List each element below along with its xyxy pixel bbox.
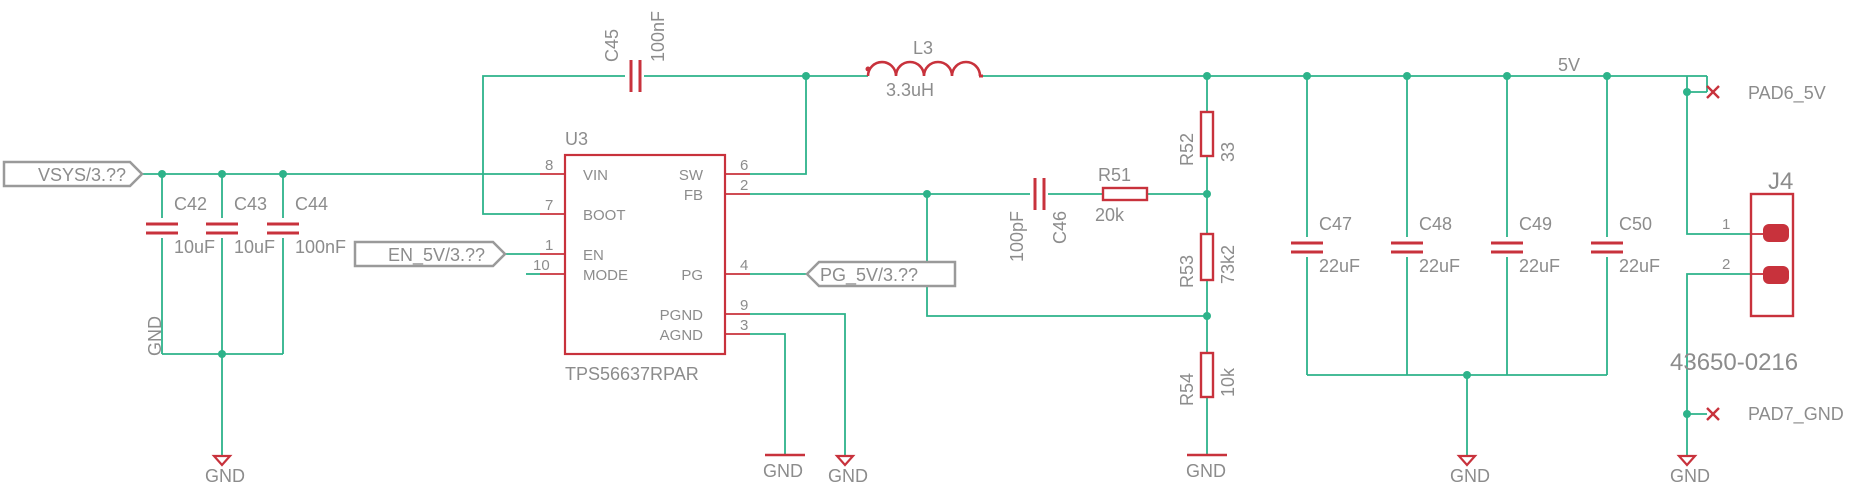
capacitor-c50: C50 22uF bbox=[1591, 214, 1660, 276]
svg-text:C42: C42 bbox=[174, 194, 207, 214]
capacitor-c47: C47 22uF bbox=[1291, 214, 1360, 276]
gnd-symbol-output: GND bbox=[1450, 454, 1490, 486]
gnd-symbol-divider: GND bbox=[1186, 453, 1227, 481]
resistor-r52: R52 33 bbox=[1177, 110, 1238, 166]
ic-pin-num-agnd: 3 bbox=[740, 317, 748, 334]
svg-text:GND: GND bbox=[1186, 461, 1226, 481]
capacitor-c42: C42 10uF bbox=[146, 194, 215, 257]
svg-text:20k: 20k bbox=[1095, 205, 1125, 225]
resistor-r51: R51 20k bbox=[1095, 165, 1149, 225]
ic-pin-num-en: 1 bbox=[545, 237, 553, 254]
svg-text:100nF: 100nF bbox=[295, 237, 346, 257]
ic-pin-name-pgnd: PGND bbox=[660, 307, 704, 324]
capacitor-c46: 100pF C46 bbox=[1007, 178, 1070, 262]
net-label-vsys-text: VSYS/3.?? bbox=[38, 165, 126, 185]
ic-value: TPS56637RPAR bbox=[565, 364, 699, 384]
svg-text:22uF: 22uF bbox=[1619, 256, 1660, 276]
ic-pin-name-fb: FB bbox=[684, 187, 703, 204]
wires bbox=[142, 75, 1751, 455]
svg-text:J4: J4 bbox=[1768, 168, 1793, 195]
svg-text:1: 1 bbox=[1722, 216, 1730, 233]
svg-text:10uF: 10uF bbox=[174, 237, 215, 257]
svg-text:10k: 10k bbox=[1218, 367, 1238, 397]
resistor-r54: R54 10k bbox=[1177, 351, 1238, 406]
pad-pad6-5v: PAD6_5V bbox=[1706, 83, 1826, 104]
svg-text:GND: GND bbox=[1670, 466, 1710, 486]
net-label-vsys: VSYS/3.?? bbox=[2, 160, 144, 188]
net-label-pg: PG_5V/3.?? bbox=[805, 260, 957, 288]
svg-text:GND: GND bbox=[828, 466, 868, 486]
ic-pin-num-sw: 6 bbox=[740, 157, 748, 174]
svg-text:43650-0216: 43650-0216 bbox=[1670, 349, 1798, 376]
ic-pin-num-pgnd: 9 bbox=[740, 297, 748, 314]
capacitor-c49: C49 22uF bbox=[1491, 214, 1560, 276]
svg-text:L3: L3 bbox=[913, 38, 933, 58]
ic-pin-name-sw: SW bbox=[679, 167, 704, 184]
svg-text:22uF: 22uF bbox=[1419, 256, 1460, 276]
svg-text:3.3uH: 3.3uH bbox=[886, 80, 934, 100]
svg-text:73k2: 73k2 bbox=[1218, 245, 1238, 284]
capacitor-c48: C48 22uF bbox=[1391, 214, 1460, 276]
junctions bbox=[158, 72, 1691, 418]
resistor-r53: R53 73k2 bbox=[1177, 232, 1238, 288]
connector-j4: J4 1 2 43650-0216 bbox=[1670, 168, 1798, 376]
gnd-symbol-pgnd: GND bbox=[828, 454, 868, 486]
svg-text:22uF: 22uF bbox=[1319, 256, 1360, 276]
ic-pin-name-boot: BOOT bbox=[583, 207, 626, 224]
ic-pin-num-boot: 7 bbox=[545, 197, 553, 214]
ic-pin-name-en: EN bbox=[583, 247, 604, 264]
svg-text:C49: C49 bbox=[1519, 214, 1552, 234]
svg-text:C44: C44 bbox=[295, 194, 328, 214]
svg-text:2: 2 bbox=[1722, 256, 1730, 273]
capacitor-c45: C45 100nF bbox=[602, 11, 668, 92]
ic-pin-num-mode: 10 bbox=[533, 257, 550, 274]
net-label-5v: 5V bbox=[1558, 55, 1580, 75]
gnd-symbol-connector: GND bbox=[1670, 454, 1710, 486]
svg-text:C48: C48 bbox=[1419, 214, 1452, 234]
ic-pin-name-agnd: AGND bbox=[660, 327, 704, 344]
svg-text:R51: R51 bbox=[1098, 165, 1131, 185]
ic-u3: U3 TPS56637RPAR 8 7 1 10 VIN BOOT EN MOD… bbox=[533, 129, 750, 384]
net-label-en: EN_5V/3.?? bbox=[353, 240, 507, 268]
ic-pin-num-vin: 8 bbox=[545, 157, 553, 174]
svg-text:22uF: 22uF bbox=[1519, 256, 1560, 276]
svg-text:PAD6_5V: PAD6_5V bbox=[1748, 83, 1826, 104]
ic-pin-num-pg: 4 bbox=[740, 257, 748, 274]
svg-text:R53: R53 bbox=[1177, 255, 1197, 288]
svg-text:33: 33 bbox=[1218, 142, 1238, 162]
svg-text:PAD7_GND: PAD7_GND bbox=[1748, 404, 1844, 425]
pad-pad7-gnd: PAD7_GND bbox=[1706, 404, 1844, 425]
svg-text:C46: C46 bbox=[1050, 211, 1070, 244]
net-label-pg-text: PG_5V/3.?? bbox=[820, 265, 918, 286]
ic-pin-name-pg: PG bbox=[681, 267, 703, 284]
svg-text:C45: C45 bbox=[602, 29, 622, 62]
svg-text:100nF: 100nF bbox=[648, 11, 668, 62]
svg-text:10uF: 10uF bbox=[234, 237, 275, 257]
svg-text:C47: C47 bbox=[1319, 214, 1352, 234]
svg-text:C50: C50 bbox=[1619, 214, 1652, 234]
gnd-symbol-agnd: GND bbox=[763, 453, 805, 481]
capacitor-c43: C43 10uF bbox=[206, 194, 275, 257]
ic-pin-name-mode: MODE bbox=[583, 267, 628, 284]
svg-text:C43: C43 bbox=[234, 194, 267, 214]
svg-text:GND: GND bbox=[205, 466, 245, 486]
net-label-en-text: EN_5V/3.?? bbox=[388, 245, 485, 266]
svg-text:R52: R52 bbox=[1177, 133, 1197, 166]
gnd-symbol-input: GND bbox=[205, 454, 245, 486]
ic-pin-name-vin: VIN bbox=[583, 167, 608, 184]
svg-text:R54: R54 bbox=[1177, 373, 1197, 406]
svg-text:GND: GND bbox=[1450, 466, 1490, 486]
svg-text:GND: GND bbox=[763, 461, 803, 481]
ic-ref: U3 bbox=[565, 129, 588, 149]
inductor-l3: L3 3.3uH bbox=[865, 38, 983, 100]
capacitor-c44: C44 100nF bbox=[267, 194, 346, 257]
svg-text:100pF: 100pF bbox=[1007, 211, 1027, 262]
gnd-vertical-label: GND bbox=[145, 316, 165, 356]
ic-pin-num-fb: 2 bbox=[740, 177, 748, 194]
